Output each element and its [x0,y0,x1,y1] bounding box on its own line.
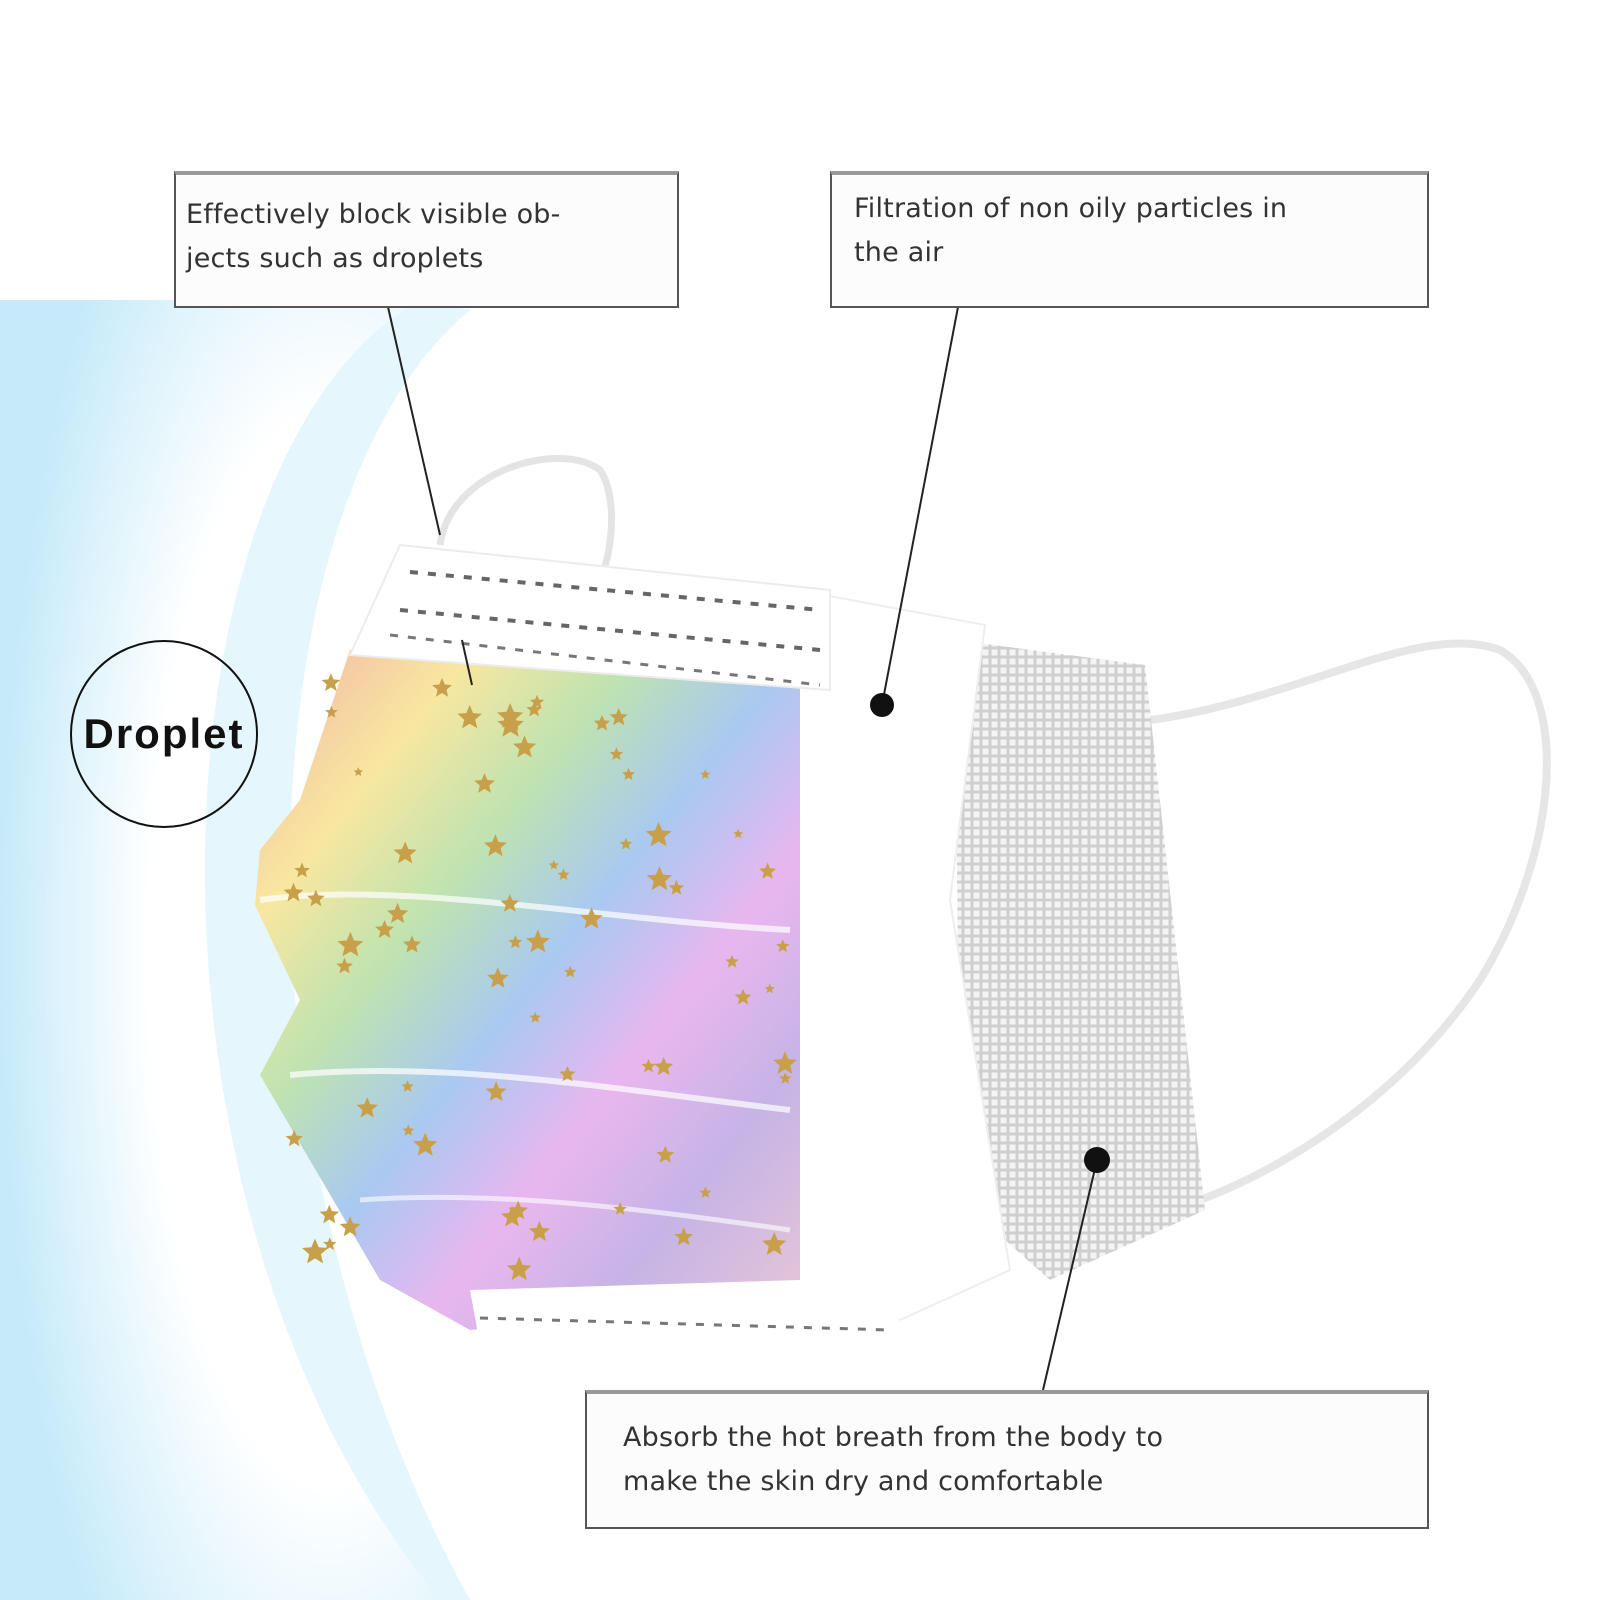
star-icon [526,929,550,953]
callout-line: Absorb the hot breath from the body to [623,1422,1164,1453]
leader-line-2 [881,306,959,706]
callout-line: make the skin dry and comfortable [623,1466,1104,1497]
star-icon [619,837,633,850]
protective-shield-arc [0,300,440,1600]
star-icon [474,773,495,793]
star-icon [375,920,394,938]
stitch-line-top [409,570,821,612]
star-icon [776,939,790,952]
star-icon [528,1220,550,1241]
leader-line-3 [1042,1159,1098,1391]
mask-top-band [348,543,831,692]
star-icon [699,1186,712,1198]
star-icon [613,1202,627,1215]
callout-line: Effectively block visible ob- [186,199,561,230]
star-pattern [283,673,797,1281]
star-icon [325,705,338,718]
shield-inner [204,300,470,1600]
leader-line-1 [387,306,441,536]
star-icon [674,1227,694,1246]
star-icon [500,894,520,912]
star-icon [402,935,422,953]
callout-filtration: Filtration of non oily particles in the … [830,171,1429,308]
star-icon [321,673,341,691]
stitch-line-low [389,633,821,687]
star-icon [387,902,409,923]
callout-line: Filtration of non oily particles in [854,193,1288,224]
star-icon [656,1145,675,1163]
pleat-2 [289,1067,791,1113]
star-icon [339,1216,361,1237]
star-icon [513,735,537,758]
star-icon [402,1124,415,1136]
star-icon [283,882,304,902]
pleat-3 [359,1194,791,1233]
star-icon [734,988,752,1005]
star-icon [487,967,509,988]
callout-absorb-breath: Absorb the hot breath from the body to m… [585,1390,1429,1529]
star-icon [654,1057,674,1076]
star-icon [773,1051,797,1074]
stitch-line-bottom [479,1316,891,1332]
star-icon [319,1204,340,1224]
star-icon [593,714,611,731]
star-icon [497,703,524,728]
star-icon [700,769,711,779]
ear-loop-right [1149,639,1551,1204]
star-icon [323,1237,337,1251]
star-icon [302,1238,329,1264]
star-icon [508,935,523,949]
star-icon [764,983,775,994]
star-icon [485,1081,507,1101]
star-icon [457,704,482,729]
star-icon [622,767,635,780]
star-icon [432,677,452,697]
star-icon [337,931,364,957]
star-icon [645,821,672,847]
star-icon [762,1231,787,1255]
star-icon [413,1132,438,1156]
star-icon [356,1097,378,1118]
mask-bottom-band [470,1280,900,1345]
star-icon [733,828,744,839]
star-icon [548,860,559,870]
star-icon [501,1205,523,1227]
star-icon [668,879,685,895]
star-icon [484,834,507,857]
callout-line: the air [854,237,944,268]
star-icon [401,1080,414,1092]
star-icon [646,866,673,891]
star-icon [294,862,310,878]
star-icon [609,708,628,726]
callout-line: jects such as droplets [186,243,484,274]
star-icon [529,1011,541,1023]
callout-block-droplets: Effectively block visible ob- jects such… [174,171,679,308]
leader-line-1b [461,639,473,686]
star-icon [609,747,624,760]
star-icon [497,711,524,737]
ear-loop-top [436,455,615,582]
star-icon [641,1058,656,1073]
star-icon [779,1072,792,1084]
star-icon [526,701,542,717]
mesh-inner-layer [955,640,1205,1280]
star-icon [506,1256,532,1281]
star-icon [353,767,364,777]
star-icon [559,1065,576,1082]
star-icon [759,862,777,879]
droplet-label: Droplet [70,640,258,828]
star-icon [307,889,325,907]
star-icon [725,954,739,968]
star-icon [393,841,417,864]
star-icon [285,1129,303,1147]
pointer-dot-2 [870,693,894,717]
star-icon [580,907,603,929]
star-icon [563,965,577,978]
pointer-dot-3 [1084,1147,1110,1173]
star-icon [336,957,353,974]
star-icon [557,868,570,880]
